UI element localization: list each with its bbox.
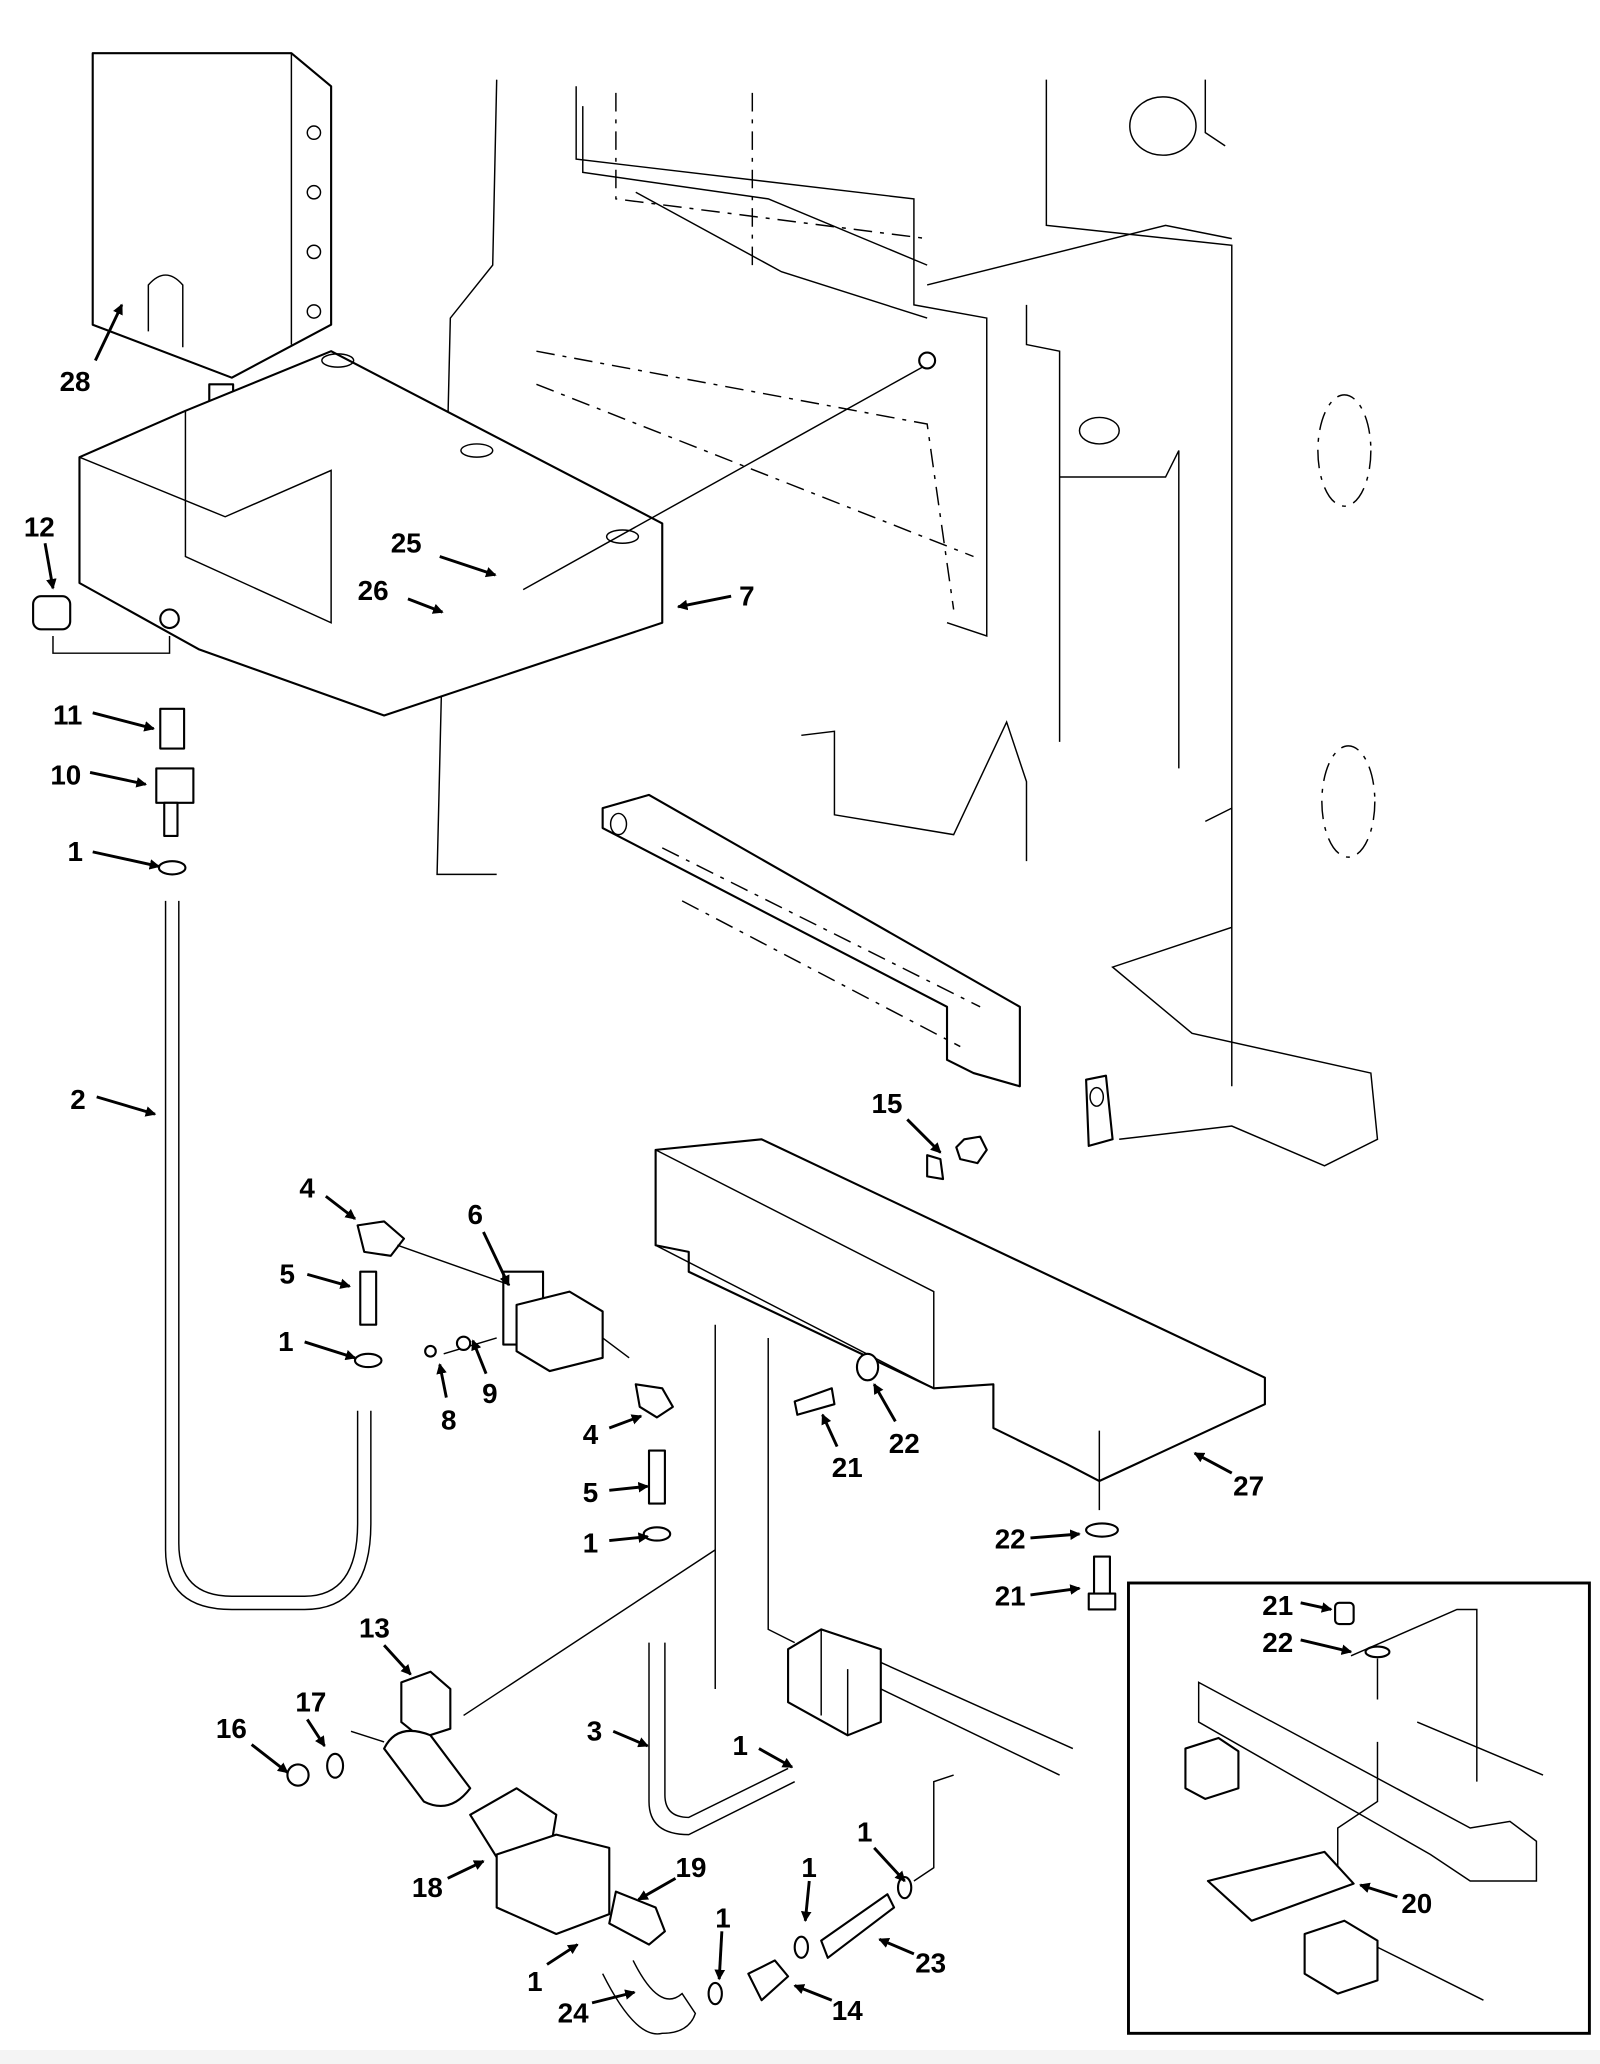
arrow [94, 303, 124, 362]
arrow [250, 1743, 289, 1774]
arrow [608, 1414, 643, 1430]
lower-components [286, 1549, 1074, 2035]
callout-label: 1 [715, 1902, 730, 1933]
arrow [821, 1413, 839, 1448]
inset-callout-label: 22 [1262, 1627, 1293, 1658]
callout-label: 7 [739, 581, 754, 612]
callout-label: 28 [60, 366, 91, 397]
arrow [1030, 1584, 1081, 1597]
callout-label: 12 [24, 512, 55, 543]
arrow [676, 594, 732, 611]
callout-label: 23 [915, 1947, 946, 1978]
callout-label: 18 [412, 1872, 443, 1903]
callout-label: 13 [359, 1612, 390, 1643]
frame-assembly [601, 720, 1379, 1167]
inset-arrow [1300, 1601, 1333, 1613]
arrow [758, 1747, 794, 1769]
callout-label: 17 [295, 1686, 326, 1717]
arrow [482, 1231, 510, 1287]
callout-label: 1 [583, 1528, 598, 1559]
solenoid-valve [353, 1220, 796, 1836]
arrow [324, 1195, 357, 1220]
arrow [1193, 1451, 1233, 1475]
callout-label: 8 [441, 1404, 456, 1435]
callout-label: 11 [53, 700, 82, 731]
arrow [609, 1532, 649, 1543]
arrow [439, 555, 497, 578]
inset-arrow [1359, 1882, 1398, 1899]
callout-label: 27 [1233, 1471, 1264, 1502]
callout-label: 4 [583, 1419, 599, 1450]
callout-label: 1 [857, 1816, 872, 1847]
arrow [793, 1984, 833, 2002]
callout-label: 1 [68, 836, 83, 867]
callout-label: 15 [872, 1088, 903, 1119]
callout-label: 5 [279, 1259, 294, 1290]
arrow [407, 597, 444, 614]
callout-label: 19 [675, 1852, 706, 1883]
arrow [383, 1644, 412, 1676]
callout-label: 21 [832, 1452, 863, 1483]
callout-label: 3 [587, 1716, 602, 1747]
callout-label: 21 [995, 1581, 1026, 1612]
arrow [304, 1340, 357, 1361]
callout-label: 1 [732, 1730, 747, 1761]
machine-frame-outline [436, 79, 1376, 1087]
callout-label: 22 [889, 1428, 920, 1459]
callout-label: 5 [583, 1477, 598, 1508]
arrow [306, 1718, 326, 1748]
callout-label: 22 [995, 1524, 1026, 1555]
arrow [609, 1481, 649, 1493]
arrow [89, 770, 147, 788]
callout-label: 2 [70, 1084, 85, 1115]
arrow [92, 850, 161, 870]
arrow [96, 1095, 157, 1117]
callout-label: 14 [832, 1995, 863, 2026]
arrow [906, 1118, 942, 1154]
arrow [92, 711, 155, 732]
arrow [878, 1937, 915, 1956]
support-bracket [654, 1135, 1266, 1689]
fittings-upper [32, 595, 195, 876]
callout-label: 24 [558, 1998, 589, 2029]
callout-label: 16 [216, 1713, 247, 1744]
arrow [447, 1859, 485, 1880]
callout-label: 6 [468, 1199, 483, 1230]
arrow [800, 1880, 812, 1923]
arrow [1030, 1529, 1081, 1541]
arrow [546, 1943, 579, 1966]
mounting-bracket [78, 350, 937, 717]
arrow [873, 1846, 906, 1882]
arrow [591, 1989, 636, 2005]
arrow [43, 543, 57, 590]
callout-label: 1 [801, 1852, 816, 1883]
callout-arrows [43, 303, 1398, 2005]
inset-callout-label: 20 [1401, 1888, 1432, 1919]
callout-label: 25 [391, 528, 422, 559]
junction-box [91, 52, 333, 426]
tube-2 [164, 900, 372, 1611]
arrow [471, 1339, 488, 1375]
detail-inset [1127, 1581, 1591, 2035]
inset-callout-label: 21 [1262, 1590, 1293, 1621]
callout-label: 9 [482, 1378, 497, 1409]
callout-label: 1 [278, 1326, 293, 1357]
footer-bar [0, 2050, 1600, 2064]
arrow [872, 1383, 897, 1423]
inset-arrow [1300, 1638, 1353, 1655]
arrow [612, 1729, 649, 1748]
callout-label: 26 [358, 575, 389, 606]
callout-label: 10 [50, 759, 81, 790]
arrow [637, 1877, 677, 1901]
callout-label: 4 [299, 1173, 315, 1204]
arrow [306, 1272, 351, 1289]
callout-label: 1 [527, 1966, 542, 1997]
arrow [714, 1931, 726, 1981]
arrow [436, 1363, 448, 1398]
